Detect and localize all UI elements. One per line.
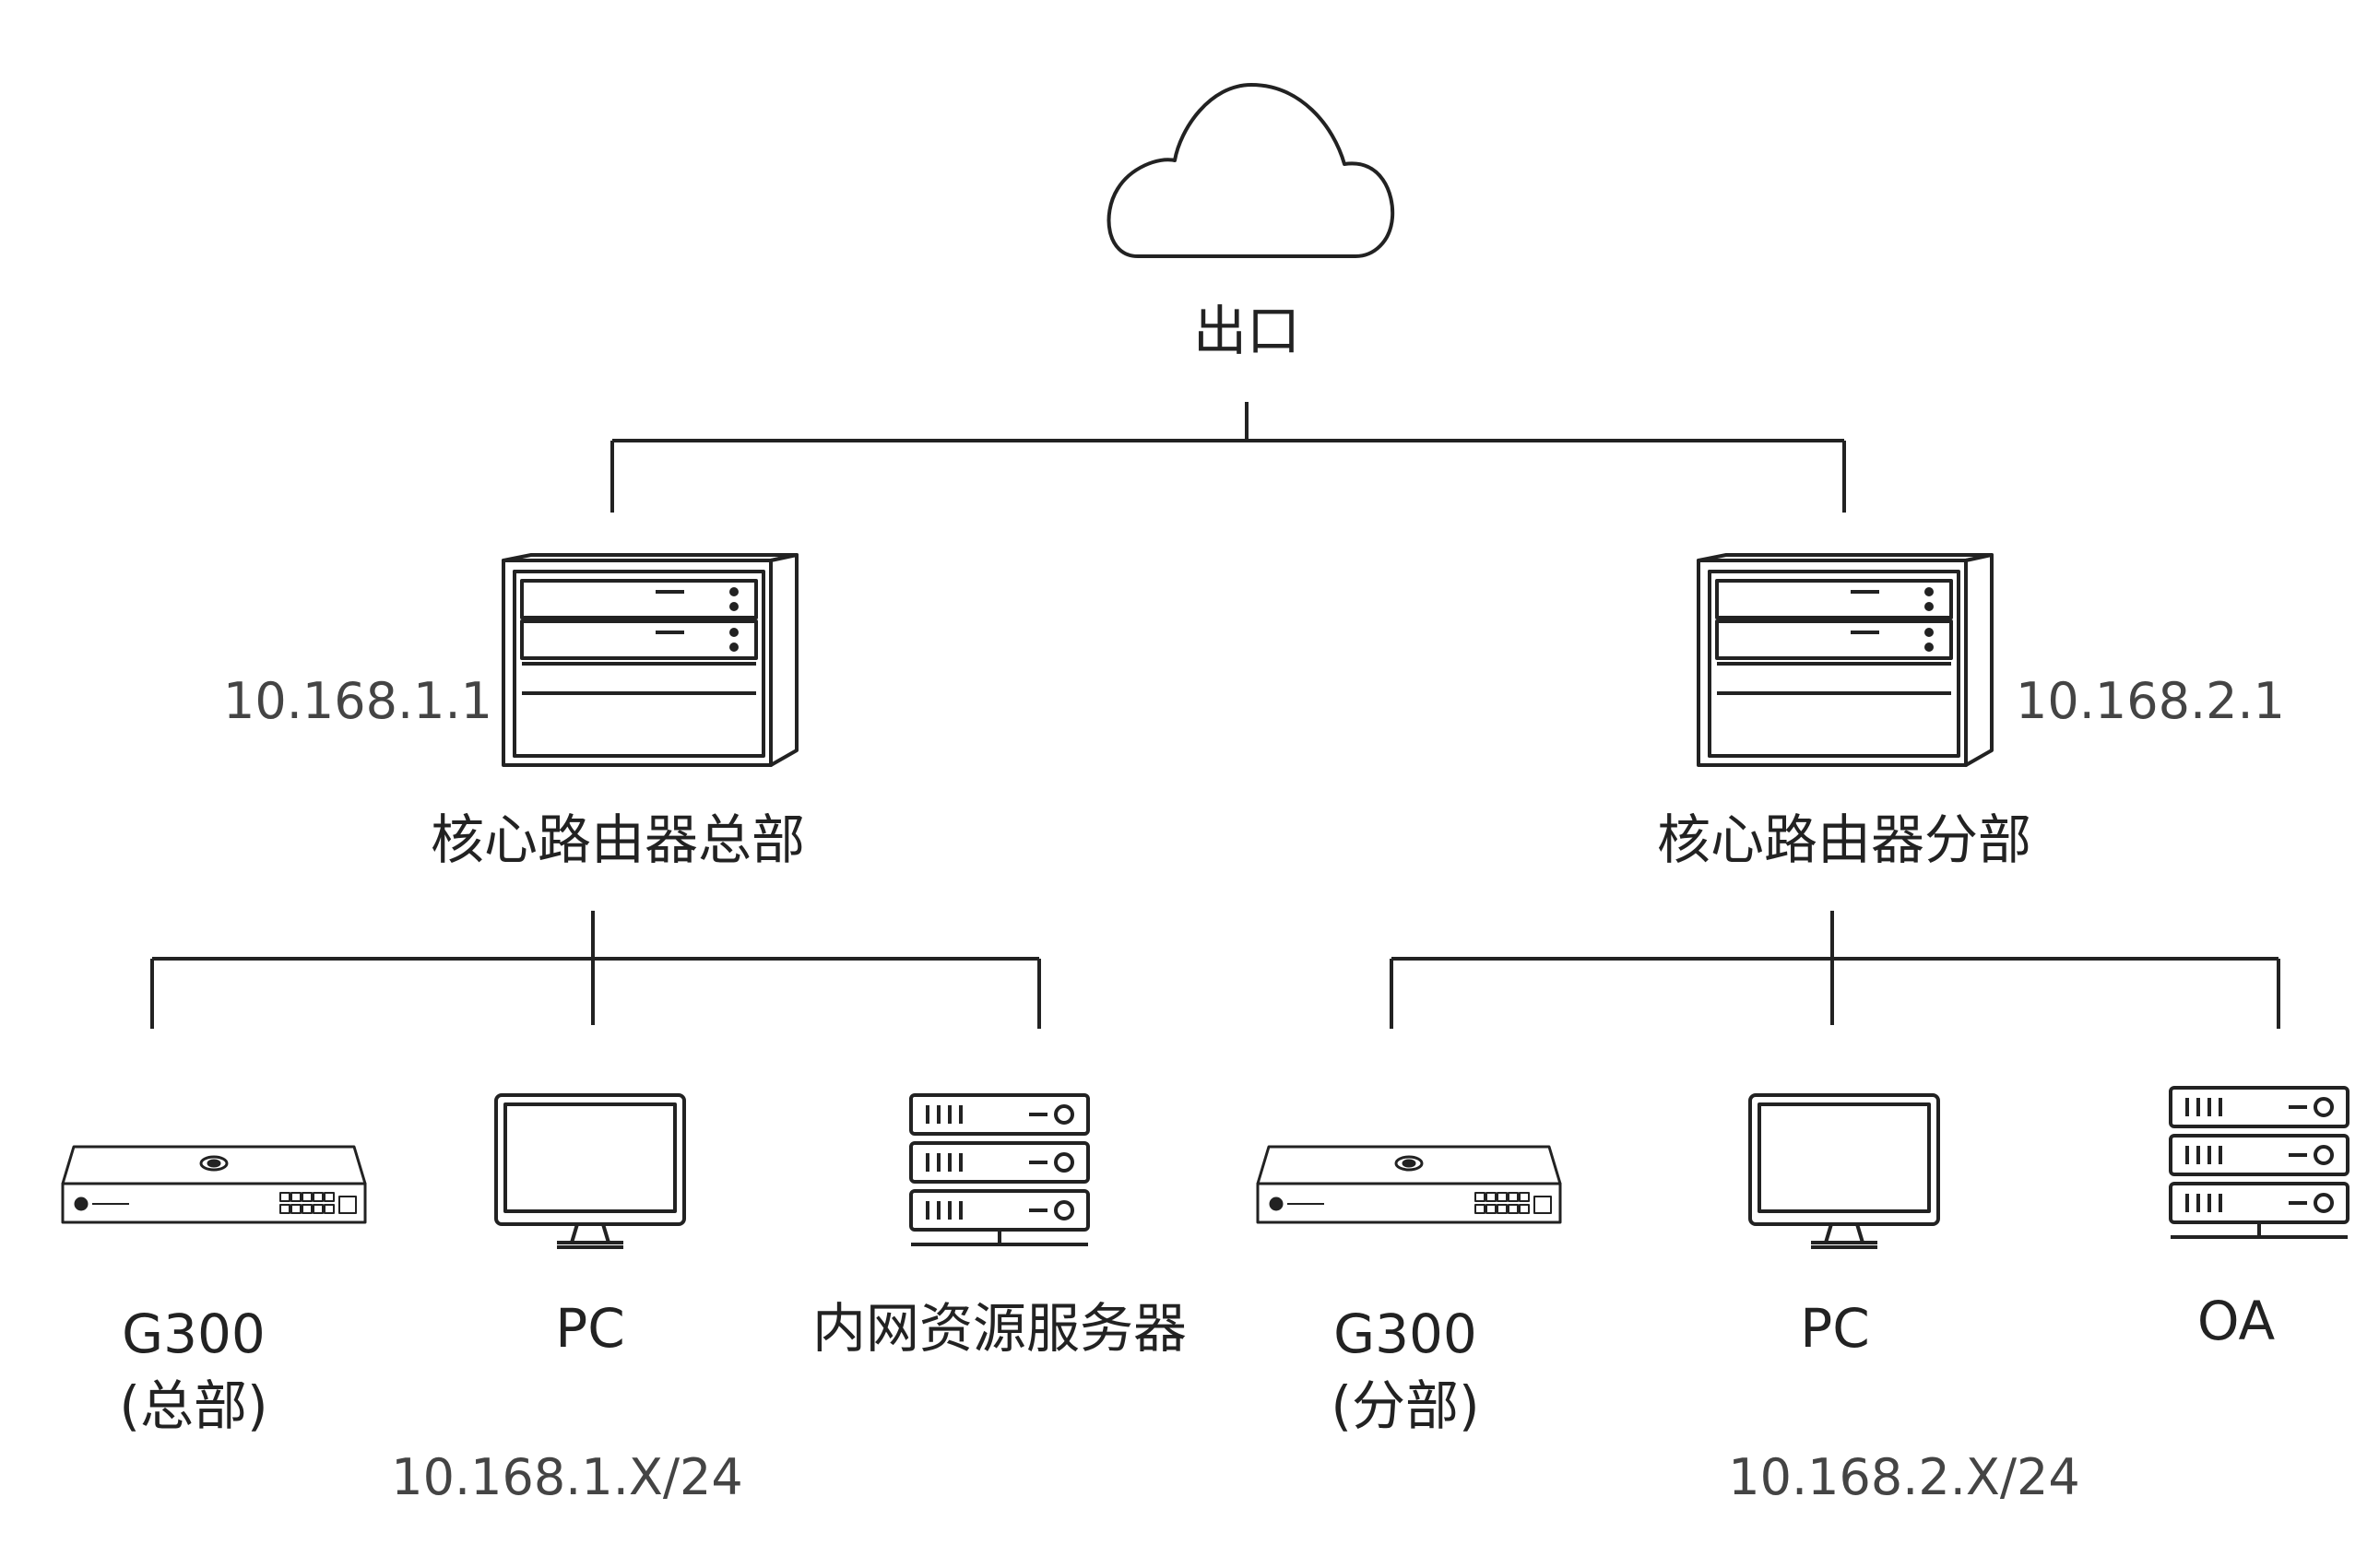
branch-router-ip: 10.168.2.1 <box>2016 672 2285 730</box>
cloud-label: 出口 <box>1192 300 1301 362</box>
hq-server-rack-icon <box>909 1093 1090 1246</box>
branch-server-rack-icon <box>2169 1086 2349 1239</box>
branch-pc-label: PC <box>1800 1297 1870 1360</box>
branch-monitor-icon <box>1748 1093 1940 1249</box>
cloud-icon <box>1107 83 1395 258</box>
hq-server-label: 内网资源服务器 <box>811 1297 1188 1360</box>
branch-g300-location: (分部) <box>1331 1374 1480 1438</box>
hq-router-name: 核心路由器总部 <box>430 808 806 871</box>
hq-g300-name: G300 <box>122 1303 266 1365</box>
branch-gateway-appliance-icon <box>1256 1145 1562 1224</box>
hq-router-ip: 10.168.1.1 <box>223 672 492 730</box>
hq-router-icon <box>502 553 799 767</box>
hq-g300-label: G300 (总部) <box>119 1298 267 1443</box>
hq-monitor-icon <box>494 1093 686 1249</box>
branch-g300-label: G300 (分部) <box>1331 1298 1479 1443</box>
branch-subnet-label: 10.168.2.X/24 <box>1728 1448 2080 1506</box>
hq-pc-label: PC <box>555 1297 625 1360</box>
hq-subnet-label: 10.168.1.X/24 <box>391 1448 743 1506</box>
branch-router-name: 核心路由器分部 <box>1656 808 2032 871</box>
hq-g300-location: (总部) <box>119 1374 268 1438</box>
branch-g300-name: G300 <box>1333 1303 1477 1365</box>
connector-lines <box>150 402 2280 1029</box>
branch-router-icon <box>1697 553 1994 767</box>
branch-oa-label: OA <box>2196 1290 2276 1352</box>
hq-gateway-appliance-icon <box>61 1145 367 1224</box>
